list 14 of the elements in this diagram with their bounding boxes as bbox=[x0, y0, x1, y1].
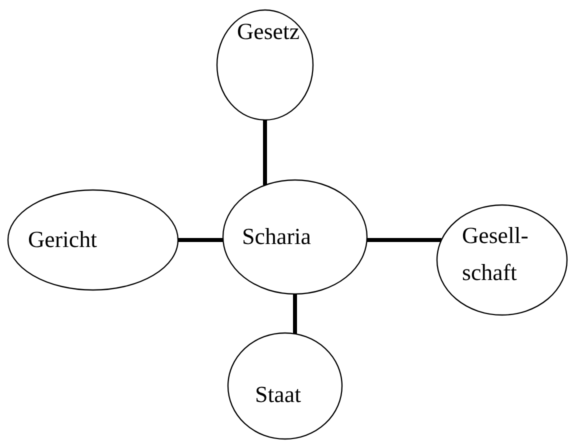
ellipse-node bbox=[436, 204, 568, 316]
connector-line bbox=[293, 294, 297, 334]
connector-line bbox=[263, 120, 267, 186]
connector-line bbox=[178, 238, 224, 242]
node-label: Scharia bbox=[242, 223, 311, 251]
node-label: Staat bbox=[255, 381, 301, 409]
ellipse-node bbox=[216, 9, 314, 121]
ellipse-node bbox=[222, 179, 368, 295]
node-label: Gericht bbox=[28, 226, 97, 254]
node-label: Gesetz bbox=[237, 18, 300, 46]
node-label: Gesell-schaft bbox=[462, 222, 530, 287]
connector-line bbox=[366, 238, 442, 242]
ellipse-node bbox=[7, 189, 179, 291]
ellipse-node bbox=[227, 332, 343, 440]
